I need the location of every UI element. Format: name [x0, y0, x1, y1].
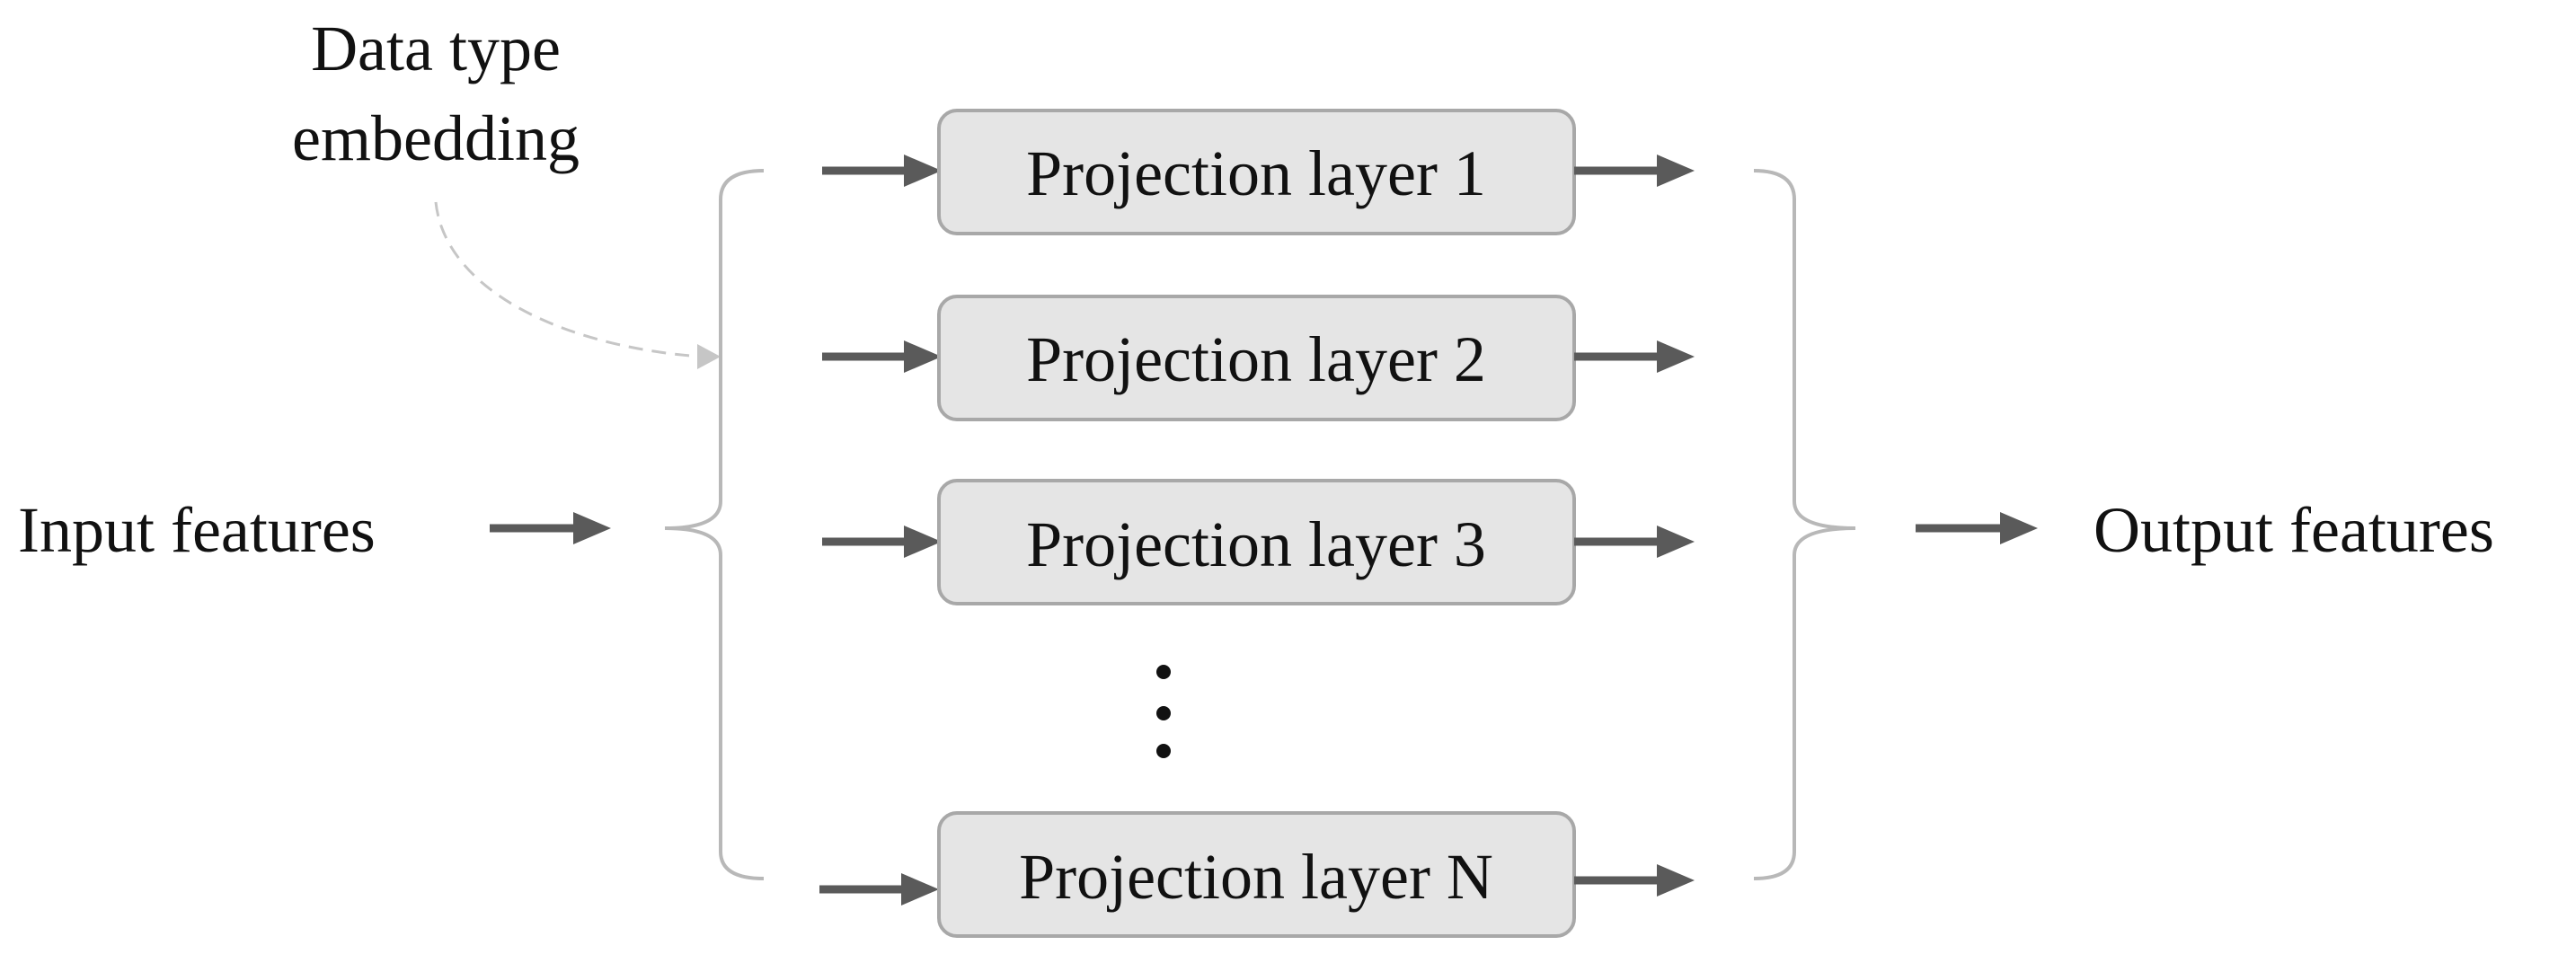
projection-layer-n-box [937, 811, 1576, 938]
data-type-embedding-label-line1: Data type [311, 13, 561, 84]
embedding-dashed-connector [434, 201, 702, 358]
output-features-label: Output features [2094, 494, 2494, 566]
projection-layer-1-label: Projection layer 1 [1026, 137, 1486, 209]
projection-layer-2: Projection layer 2 [822, 295, 1695, 421]
output-arrow [1916, 512, 2038, 544]
input-arrow [490, 512, 611, 544]
projection-layer-3-label: Projection layer 3 [1026, 508, 1486, 580]
data-type-embedding-label-line2: embedding [292, 102, 580, 174]
projection-layer-1: Projection layer 1 [822, 109, 1695, 235]
projection-layer-2-label: Projection layer 2 [1026, 323, 1486, 395]
projection-layer-n: Projection layer N [819, 811, 1695, 938]
left-brace [664, 169, 765, 880]
vertical-ellipsis [1156, 665, 1171, 758]
input-features-label: Input features [18, 494, 376, 566]
projection-layer-n-label: Projection layer N [1019, 841, 1493, 913]
projection-layer-3: Projection layer 3 [822, 479, 1695, 605]
right-brace [1753, 169, 1856, 880]
embedding-dashed-arrowhead [697, 344, 721, 369]
